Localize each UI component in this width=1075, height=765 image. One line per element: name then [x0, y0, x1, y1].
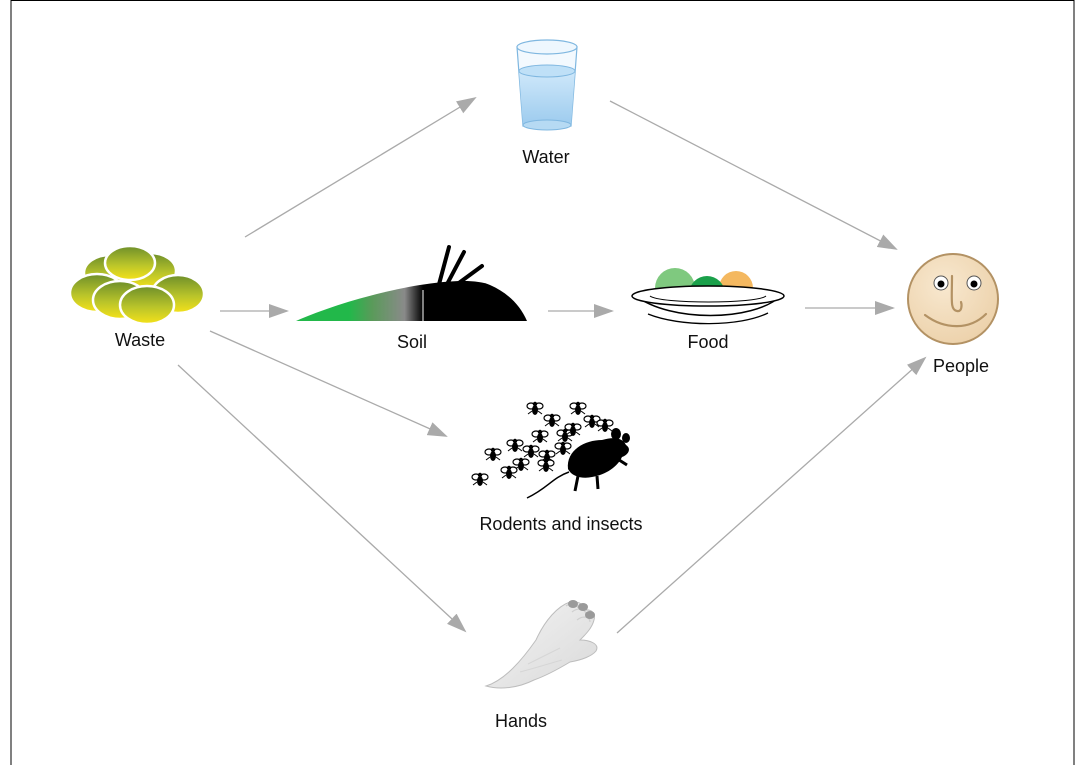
node-label-water: Water	[522, 147, 569, 167]
arrow-hands-to-people	[616, 356, 927, 634]
arrow-water-to-people	[609, 100, 898, 250]
node-label-rodents: Rodents and insects	[479, 514, 642, 534]
diagram-border	[10, 0, 1075, 765]
food-bowl-icon	[631, 268, 785, 325]
water-glass-icon	[516, 39, 578, 131]
node-label-food: Food	[687, 332, 728, 352]
arrow-waste-to-water	[244, 96, 477, 238]
rat-icon	[526, 428, 630, 499]
waste-pile-icon	[68, 244, 206, 326]
arrow-waste-to-hands	[177, 364, 467, 633]
soil-mound-icon	[296, 245, 527, 321]
node-label-waste: Waste	[115, 330, 165, 350]
node-label-hands: Hands	[495, 711, 547, 731]
node-label-people: People	[933, 356, 989, 376]
face-icon	[907, 253, 999, 345]
hand-icon	[484, 600, 598, 689]
node-label-soil: Soil	[397, 332, 427, 352]
pathway-arrows	[177, 96, 927, 634]
arrow-waste-to-rodents	[209, 330, 448, 437]
rodents-insects-icon	[471, 401, 630, 499]
